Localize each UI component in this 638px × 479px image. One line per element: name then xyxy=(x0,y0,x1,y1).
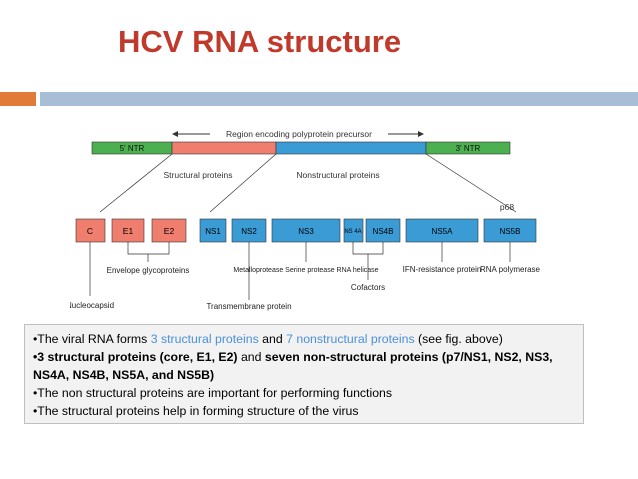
structural-segment xyxy=(171,141,277,155)
protein-ns2-label: NS2 xyxy=(241,227,257,236)
nucleocapsid-annotation: Nucleocapsid xyxy=(70,301,114,310)
note-line-4: •The structural proteins help in forming… xyxy=(33,404,359,418)
ns3-functions-annotation: Metalloprotease Serine protease RNA heli… xyxy=(233,267,378,274)
ntr3-segment xyxy=(425,141,511,155)
protein-e2-label: E2 xyxy=(164,226,175,236)
rna-polymerase-annotation: RNA polymerase xyxy=(480,265,541,274)
hcv-genome-diagram: Region encoding polyprotein precursor 5'… xyxy=(70,127,541,311)
protein-ns4b-label: NS4B xyxy=(373,227,394,236)
protein-c-box xyxy=(75,218,106,243)
protein-e1-label: E1 xyxy=(123,226,134,236)
note-line-1: •The viral RNA forms 3 structural protei… xyxy=(33,332,503,346)
structural-label: Structural proteins xyxy=(164,170,233,180)
region-arrow-left-head xyxy=(172,131,178,137)
region-arrow-right-head xyxy=(418,131,424,137)
ifn-annotation: IFN-resistance protein xyxy=(403,265,482,274)
title-accent-orange-bar xyxy=(0,92,36,106)
nonstructural-label: Nonstructural proteins xyxy=(296,170,379,180)
protein-ns5a-label: NS5A xyxy=(432,227,454,236)
envelope-annotation: Envelope glycoproteins xyxy=(107,266,190,275)
protein-ns3-label: NS3 xyxy=(298,227,314,236)
notes-box: •The viral RNA forms 3 structural protei… xyxy=(24,324,584,424)
cofactors-annotation: Cofactors xyxy=(351,283,385,292)
p68-label: p68 xyxy=(500,202,514,212)
protein-ns1-label: NS1 xyxy=(205,227,221,236)
protein-ns4a-label: NS 4A xyxy=(344,229,361,235)
note-line-3: •The non structural proteins are importa… xyxy=(33,386,393,400)
slide-title: HCV RNA structure xyxy=(118,24,402,59)
title-accent-blue-bar xyxy=(40,92,638,106)
region-label: Region encoding polyprotein precursor xyxy=(226,129,372,139)
note-line-2: •3 structural proteins (core, E1, E2) an… xyxy=(33,350,553,382)
transmembrane-annotation: Transmembrane protein xyxy=(206,302,291,311)
protein-ns4a-box xyxy=(343,218,364,243)
nonstructural-segment xyxy=(275,141,427,155)
ntr3-label: 3' NTR xyxy=(456,144,481,153)
ntr5-label: 5' NTR xyxy=(120,144,145,153)
protein-ns1-box xyxy=(199,218,227,243)
protein-ns5b-label: NS5B xyxy=(500,227,521,236)
protein-c-label: C xyxy=(87,226,93,236)
